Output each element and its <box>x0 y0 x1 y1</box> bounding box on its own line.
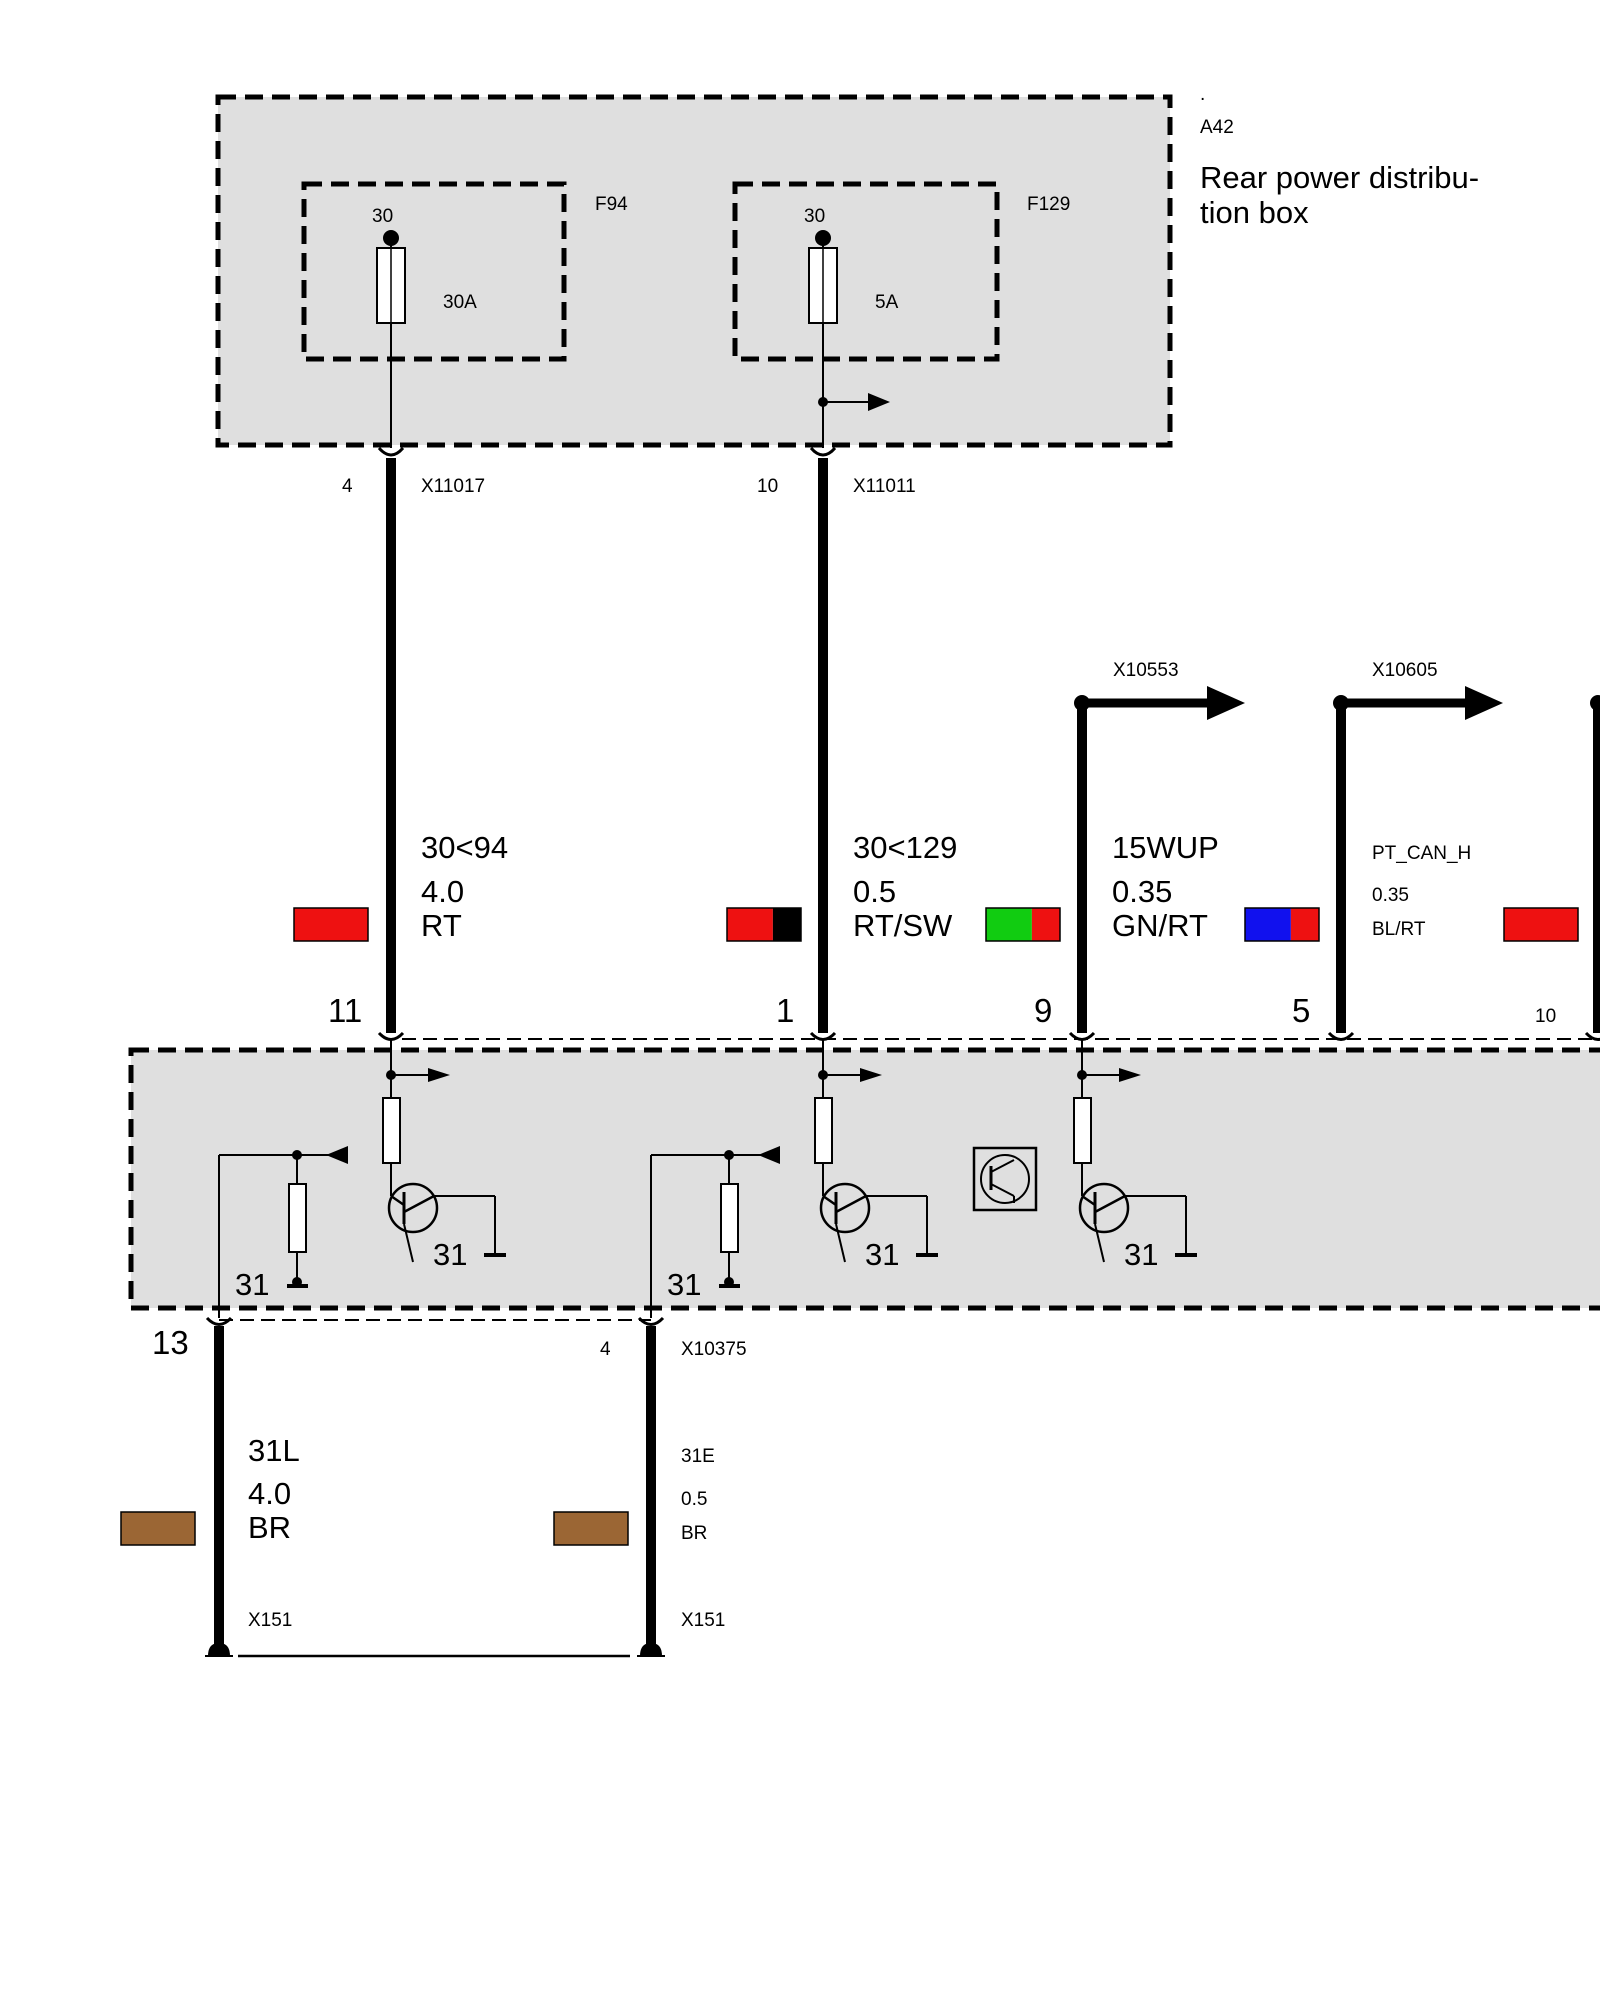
connector-pin: 4 <box>342 476 353 497</box>
wire-signal: 30<129 <box>853 830 957 865</box>
ground-label: 31 <box>667 1267 701 1302</box>
fuse-rating: 30A <box>443 292 477 313</box>
wire-gauge: 0.35 <box>1112 874 1172 909</box>
ground-wire-31l: 13 31L 4.0 BR X151 <box>152 1324 300 1631</box>
transistor-icon <box>387 1182 439 1234</box>
wire-color-swatch <box>553 1511 629 1546</box>
fuse-id: F129 <box>1027 194 1070 215</box>
a42-title-line1: Rear power distribu- <box>1200 160 1479 195</box>
wire-color-code: BR <box>248 1510 291 1545</box>
control-unit-box <box>128 1047 1600 1311</box>
wire-signal: 31E <box>681 1446 715 1467</box>
wire-target: X10605 <box>1372 660 1438 681</box>
ground-point: X151 <box>248 1610 292 1631</box>
wire-color-swatches <box>120 907 1579 1546</box>
wire-gauge: 4.0 <box>421 874 464 909</box>
arrow-icon <box>428 1068 450 1082</box>
wire-signal: 31L <box>248 1433 300 1468</box>
ground-point: X151 <box>681 1610 725 1631</box>
wire-label-pt-can-h: PT_CAN_H 0.35 BL/RT 5 <box>1292 843 1471 1029</box>
wire-pin: 4 <box>600 1339 611 1360</box>
wire-color-code: RT <box>421 908 462 943</box>
a42-title-line2: tion box <box>1200 195 1309 230</box>
wire-label-30-94: 30<94 4.0 RT 11 <box>328 830 508 1029</box>
ground-stage-2: 31 <box>650 1146 780 1318</box>
ground-wire-31e: 4 X10375 31E 0.5 BR X151 <box>600 1339 747 1631</box>
wire-color-code: BR <box>681 1523 707 1544</box>
wire-gauge: 0.35 <box>1372 885 1409 906</box>
wire-color-swatch <box>120 1511 196 1546</box>
transistor-icon <box>819 1182 871 1234</box>
wire-pin: 1 <box>776 992 794 1029</box>
a42-id: A42 <box>1200 117 1234 138</box>
ground-label: 31 <box>1124 1237 1158 1272</box>
wire-color-code: RT/SW <box>853 908 953 943</box>
wire-color-code: BL/RT <box>1372 919 1426 940</box>
wire-label-15wup: 15WUP 0.35 GN/RT 9 <box>1034 830 1219 1029</box>
wire-pin: 9 <box>1034 992 1052 1029</box>
transistor-stage-3: 31 <box>1073 1040 1197 1272</box>
connector-id: X11017 <box>421 476 485 497</box>
fuse-terminal-label: 30 <box>804 206 825 227</box>
wire-color-swatch <box>1503 907 1579 942</box>
wire-label-30-129: 30<129 0.5 RT/SW 1 <box>776 830 957 1029</box>
arrow-icon <box>1119 1068 1141 1082</box>
transistor-icon <box>1078 1182 1130 1234</box>
wire-color-swatch <box>293 907 369 942</box>
arrow-icon <box>860 1068 882 1082</box>
ground-label: 31 <box>433 1237 467 1272</box>
wire-color-swatch <box>1244 907 1320 942</box>
ground-stage-1: 31 <box>218 1146 348 1318</box>
wire-pin: 11 <box>328 992 362 1029</box>
transistor-box-icon <box>972 1146 1038 1212</box>
wire-color-code: GN/RT <box>1112 908 1208 943</box>
fuse-f129: 30 5A F129 <box>732 181 1070 362</box>
wire-pin: 5 <box>1292 992 1310 1029</box>
fuse-rating: 5A <box>875 292 899 313</box>
wire-pin: 13 <box>152 1324 189 1361</box>
arrow-icon <box>1465 686 1503 720</box>
connector-id: X10375 <box>681 1339 747 1360</box>
transistor-stage-1: 31 <box>382 1040 506 1272</box>
a42-box <box>215 94 1173 448</box>
wire-target: X10553 <box>1113 660 1179 681</box>
arrow-icon <box>326 1146 348 1164</box>
wire-gauge: 4.0 <box>248 1476 291 1511</box>
a42-dot: . <box>1200 84 1205 105</box>
fuse-terminal-label: 30 <box>372 206 393 227</box>
arrow-icon <box>1207 686 1245 720</box>
fuse-f94: 30 30A F94 <box>301 181 628 362</box>
transistor-stage-2: 31 <box>814 1040 938 1272</box>
wire-signal: PT_CAN_H <box>1372 843 1471 864</box>
wire-signal: 30<94 <box>421 830 508 865</box>
arrow-icon <box>758 1146 780 1164</box>
wire-gauge: 0.5 <box>681 1489 707 1510</box>
wire-gauge: 0.5 <box>853 874 896 909</box>
connector-pin: 10 <box>757 476 778 497</box>
ground-label: 31 <box>235 1267 269 1302</box>
wire-pin: 10 <box>1535 1006 1556 1027</box>
connector-id: X11011 <box>853 476 916 497</box>
ground-label: 31 <box>865 1237 899 1272</box>
arrow-icon <box>868 393 890 411</box>
wire-color-swatch <box>726 907 802 942</box>
fuse-id: F94 <box>595 194 628 215</box>
wire-color-swatch <box>985 907 1061 942</box>
wire-signal: 15WUP <box>1112 830 1219 865</box>
